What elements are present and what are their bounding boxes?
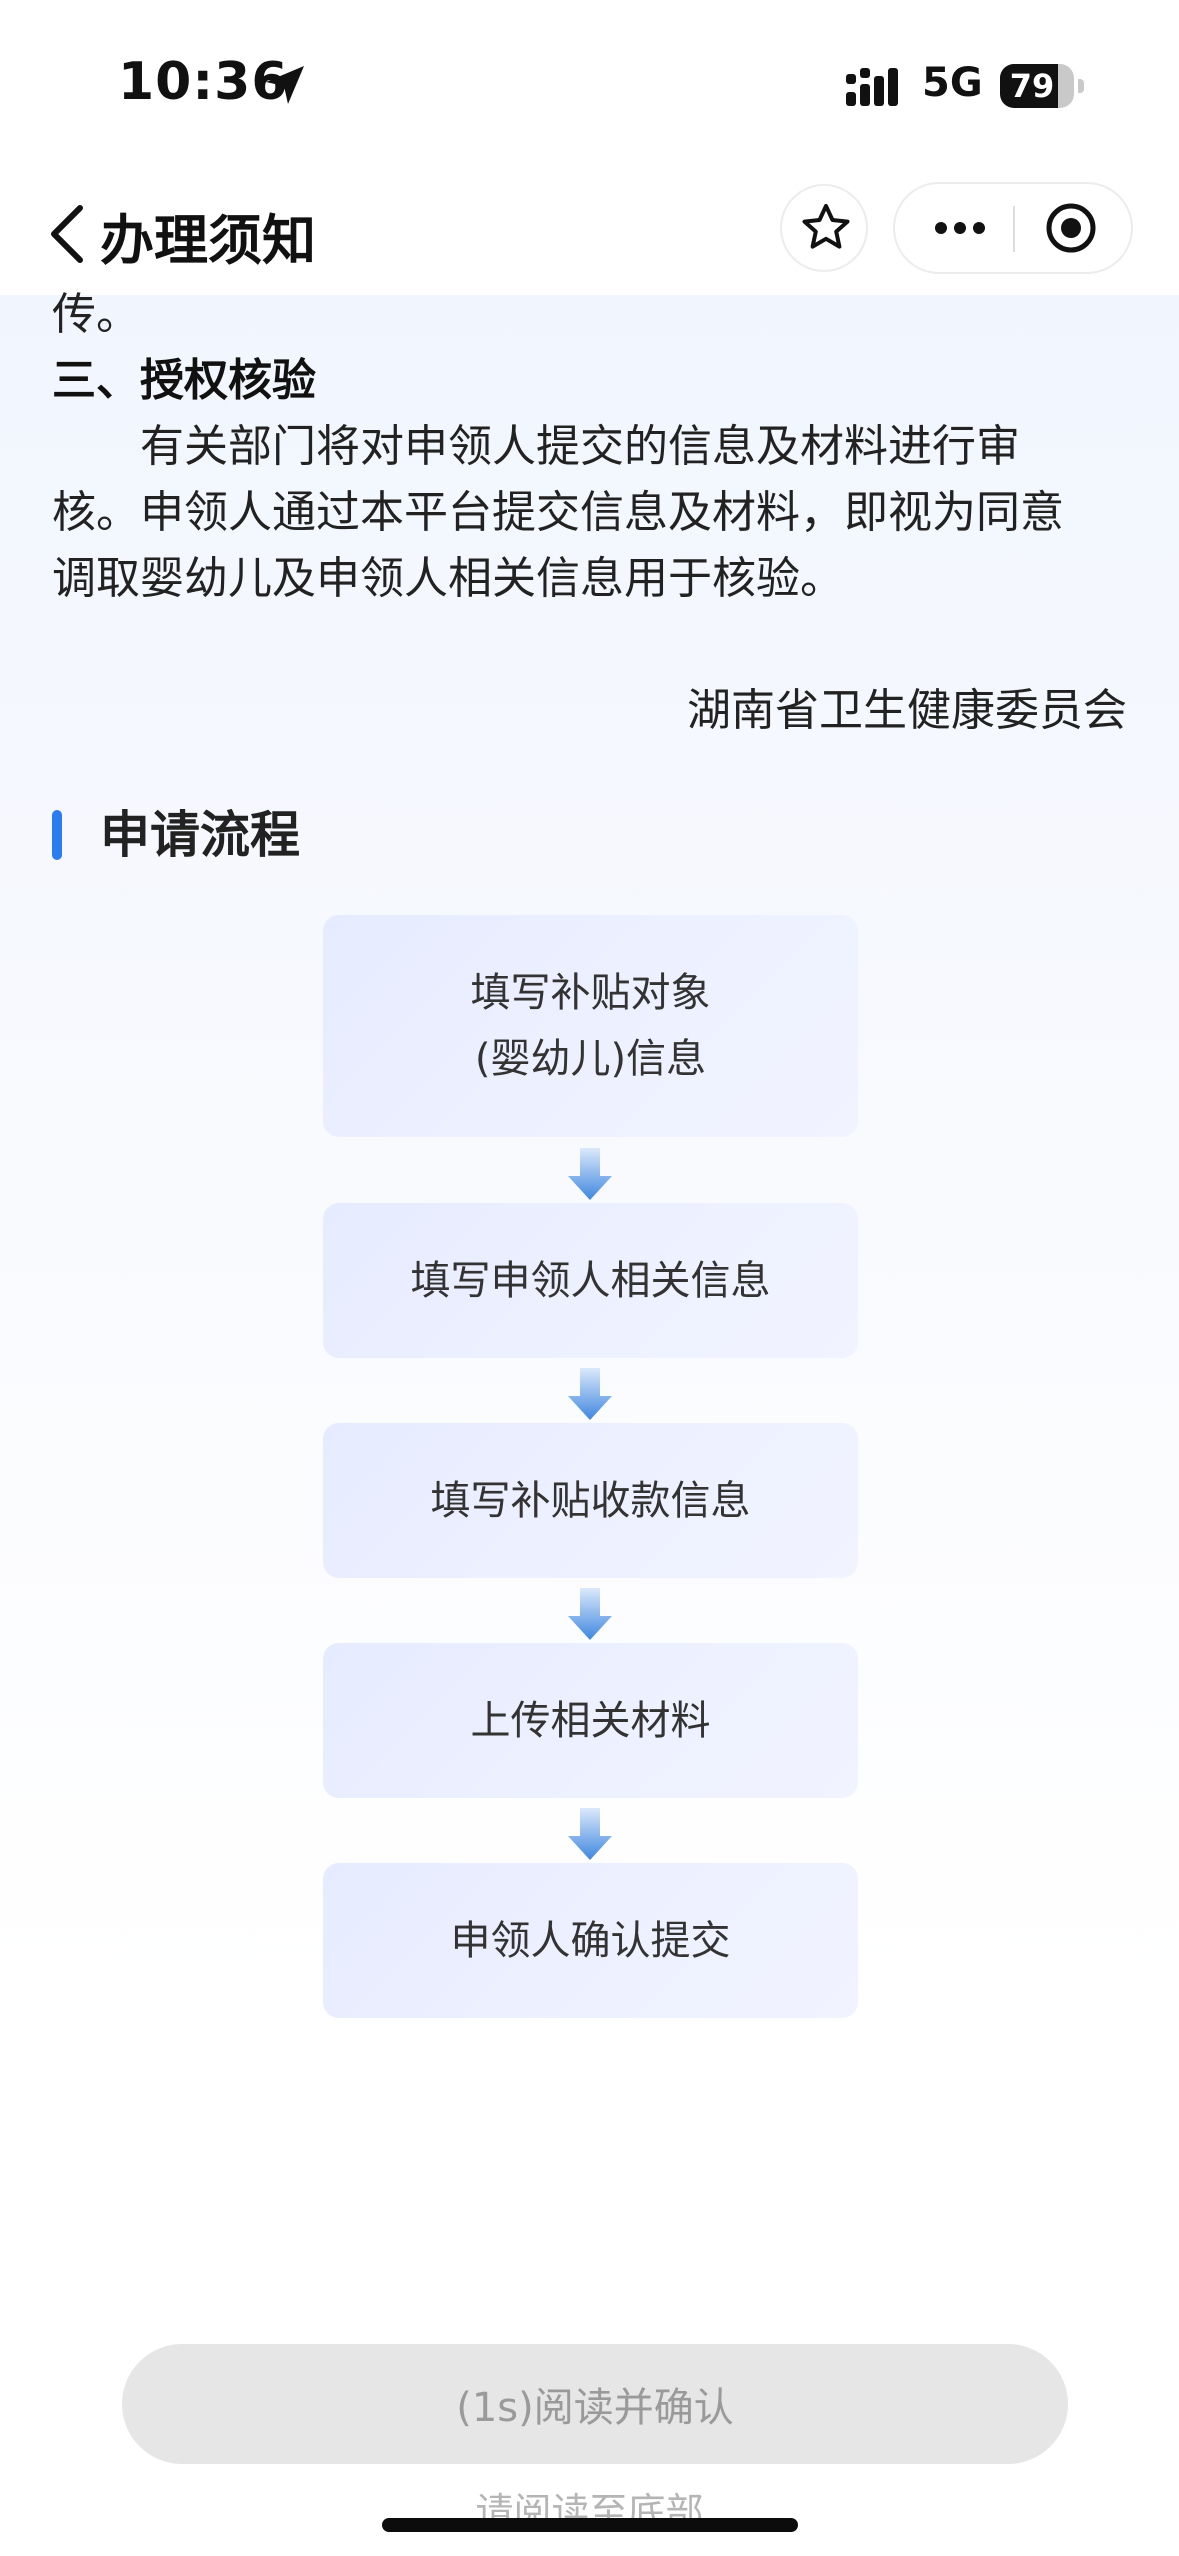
location-arrow-icon	[266, 66, 304, 104]
star-icon	[802, 204, 850, 249]
battery-icon: 79	[1000, 64, 1084, 108]
flow-step-1: 填写补贴对象 (婴幼儿)信息	[323, 915, 858, 1137]
target-circle-icon	[1046, 203, 1096, 253]
flow-step-4: 上传相关材料	[323, 1643, 858, 1798]
flow-step-5: 申领人确认提交	[323, 1863, 858, 2018]
notice-paragraph-line: 核。申领人通过本平台提交信息及材料，即视为同意	[52, 487, 1064, 538]
more-dots-icon	[935, 222, 985, 234]
capsule-divider	[1013, 206, 1015, 252]
home-indicator	[382, 2518, 798, 2532]
flow-step-text: (婴幼儿)信息	[474, 1036, 707, 1082]
network-type-label: 5G	[922, 60, 983, 106]
miniprogram-capsule	[893, 182, 1133, 274]
nav-bar: 办理须知	[0, 170, 1179, 295]
down-arrow-icon	[568, 1588, 612, 1640]
cellular-signal-icon	[846, 68, 898, 106]
flow-step-text: 申领人确认提交	[450, 1917, 731, 1964]
issuer-signature: 湖南省卫生健康委员会	[687, 685, 1127, 736]
battery-body: 79	[1000, 64, 1074, 108]
battery-level-fill	[1000, 64, 1059, 108]
section-authorization-title: 三、授权核验	[52, 355, 316, 406]
chevron-left-icon	[51, 205, 83, 263]
flow-step-text: 填写补贴对象	[470, 970, 711, 1016]
down-arrow-icon	[568, 1808, 612, 1860]
heading-accent-bar	[52, 810, 62, 860]
flow-step-text: 填写补贴收款信息	[430, 1477, 751, 1524]
read-and-confirm-button[interactable]: (1s)阅读并确认	[122, 2344, 1068, 2464]
back-button[interactable]	[40, 194, 100, 274]
flow-step-text: 上传相关材料	[470, 1697, 711, 1744]
notice-paragraph-line: 调取婴幼儿及申领人相关信息用于核验。	[52, 553, 844, 604]
status-bar: 10:36 5G 79	[0, 0, 1179, 170]
notice-text-line: 传。	[52, 289, 140, 340]
favorite-button[interactable]	[780, 184, 868, 272]
page-title: 办理须知	[100, 209, 316, 272]
down-arrow-icon	[568, 1368, 612, 1420]
flow-heading-text: 申请流程	[100, 806, 300, 864]
notice-paragraph-line: 有关部门将对申领人提交的信息及材料进行审	[140, 421, 1020, 472]
down-arrow-icon	[568, 1148, 612, 1200]
battery-cap	[1078, 79, 1084, 93]
flow-step-3: 填写补贴收款信息	[323, 1423, 858, 1578]
status-time: 10:36	[118, 52, 289, 112]
flow-step-2: 填写申领人相关信息	[323, 1203, 858, 1358]
close-miniprogram-button[interactable]	[1031, 194, 1119, 262]
battery-percent: 79	[1009, 67, 1055, 105]
flow-step-text: 填写申领人相关信息	[410, 1257, 771, 1304]
more-button[interactable]	[915, 194, 1005, 262]
